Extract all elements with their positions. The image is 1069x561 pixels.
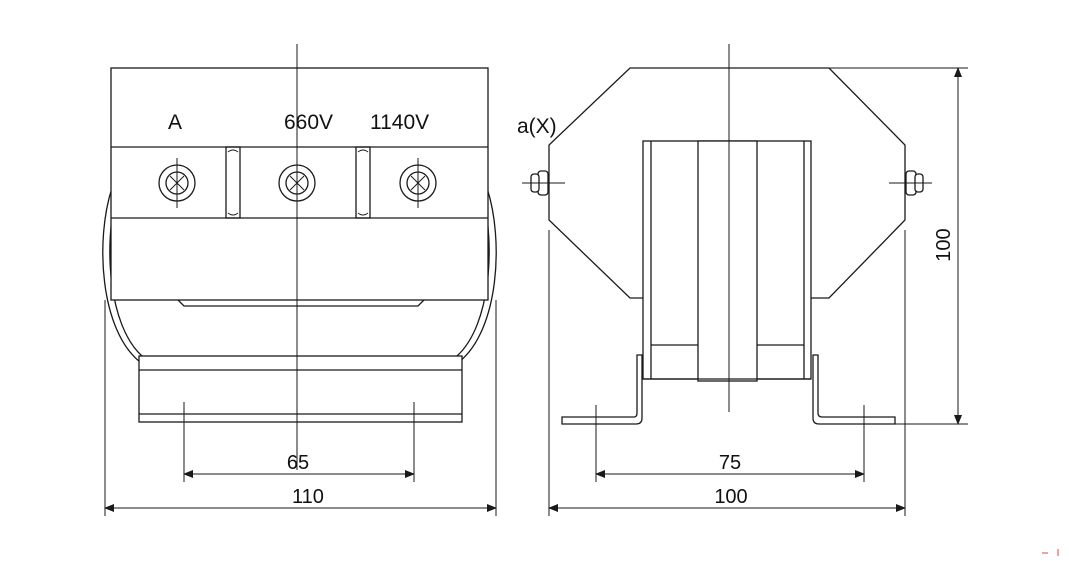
left-winding-outline [102, 187, 141, 363]
terminal-label-1140v: 1140V [370, 111, 429, 134]
front-view: A 660V 1140V 65 110 [102, 44, 497, 516]
dim-label-75: 75 [719, 452, 741, 474]
terminal-separator [355, 146, 371, 219]
dim-label-100-width: 100 [714, 486, 747, 508]
terminal-screw [399, 158, 437, 208]
terminal-label-a: A [168, 111, 182, 134]
side-terminal-right [889, 170, 932, 196]
dim-label-100-height: 100 [933, 228, 955, 261]
corner-marks [1042, 549, 1059, 556]
right-winding-outline [458, 187, 497, 363]
front-base-plate [138, 355, 463, 423]
dim-label-110: 110 [292, 486, 324, 508]
right-mounting-foot [812, 354, 896, 425]
side-terminal-left [522, 170, 565, 196]
terminal-label-ax: a(X) [517, 115, 557, 138]
dim-label-65: 65 [287, 452, 309, 474]
terminal-label-660v: 660V [284, 111, 333, 134]
terminal-separator [225, 146, 241, 219]
front-lower-tab [177, 299, 425, 307]
side-core-center [697, 140, 758, 382]
terminal-screw [158, 158, 196, 208]
side-view: a(X) 75 100 100 [517, 44, 968, 516]
left-mounting-foot [561, 354, 643, 425]
front-body [110, 67, 489, 301]
